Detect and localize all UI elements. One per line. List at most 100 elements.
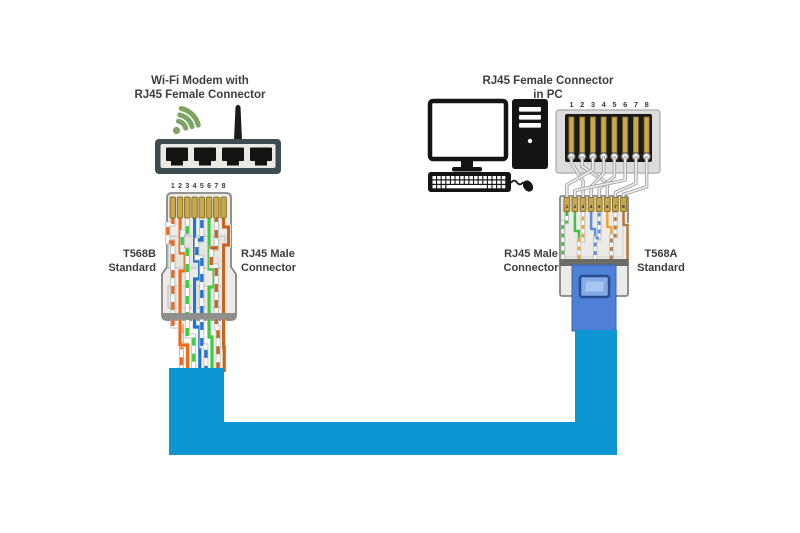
left-pin bbox=[220, 196, 227, 219]
key bbox=[483, 176, 487, 180]
key bbox=[487, 185, 492, 189]
right-connector-label-line2: Connector bbox=[504, 262, 560, 274]
modem-port bbox=[222, 147, 244, 161]
key bbox=[501, 180, 506, 184]
left-pin-number: 5 bbox=[200, 183, 204, 190]
left-pin bbox=[176, 196, 184, 219]
right-pin bbox=[571, 197, 579, 212]
female-pin bbox=[568, 116, 575, 153]
right-pin bbox=[587, 197, 595, 212]
key bbox=[446, 176, 450, 180]
female-pin-number: 4 bbox=[602, 100, 607, 109]
key bbox=[464, 180, 469, 184]
left-standard-label-line1: T568B bbox=[123, 248, 156, 260]
left-pin-number: 2 bbox=[178, 183, 182, 190]
key bbox=[437, 180, 441, 184]
wire-left-4 bbox=[192, 216, 202, 372]
female-pin-number: 8 bbox=[645, 100, 649, 109]
key bbox=[497, 176, 501, 180]
modem-port bbox=[250, 147, 272, 161]
right-gold-pins bbox=[563, 197, 627, 212]
key bbox=[478, 180, 483, 184]
left-pin-number: 7 bbox=[214, 183, 218, 190]
boot-window-inner bbox=[585, 281, 604, 292]
modem-port-tab bbox=[227, 160, 239, 166]
left-connector-label-line1: RJ45 Male bbox=[241, 248, 295, 260]
right-pin-number: 7 bbox=[614, 204, 617, 210]
right-connector-label-line1: RJ45 Male bbox=[504, 248, 558, 260]
crossover-gray-wires bbox=[565, 156, 649, 200]
key bbox=[432, 185, 436, 189]
key bbox=[441, 185, 446, 189]
left-pin-number: 3 bbox=[185, 183, 189, 190]
right-standard-label-line2: Standard bbox=[637, 262, 685, 274]
key bbox=[446, 180, 450, 184]
modem-ports bbox=[166, 147, 272, 166]
wire-left-3 bbox=[180, 216, 196, 372]
modem-port-tab bbox=[255, 160, 267, 166]
left-pin-number: 1 bbox=[171, 183, 175, 190]
wifi-signal-icon bbox=[172, 106, 201, 135]
female-pin-number: 7 bbox=[634, 100, 638, 109]
female-connector-cavity bbox=[565, 114, 652, 162]
left-pin-number: 4 bbox=[193, 183, 197, 190]
spacebar-key bbox=[446, 185, 487, 189]
modem-port-tab bbox=[171, 160, 183, 166]
pc-title-line1: RJ45 Female Connector bbox=[482, 75, 614, 87]
ethernet-cable bbox=[169, 330, 617, 455]
keyboard-keys bbox=[432, 176, 506, 189]
mouse-icon bbox=[510, 179, 534, 192]
key bbox=[437, 176, 441, 180]
modem-title-line2: RJ45 Female Connector bbox=[134, 89, 266, 101]
key bbox=[497, 185, 501, 189]
antenna-icon bbox=[234, 104, 242, 140]
key bbox=[460, 176, 464, 180]
female-pin bbox=[633, 116, 639, 153]
gray-wire bbox=[581, 157, 609, 199]
right-pin-number: 8 bbox=[622, 204, 625, 210]
key bbox=[437, 185, 441, 189]
left-pin bbox=[184, 196, 191, 219]
wire-left-2 bbox=[178, 216, 190, 372]
key bbox=[450, 176, 455, 180]
gray-wire bbox=[622, 157, 648, 199]
left-connector-label-line2: Connector bbox=[241, 262, 297, 274]
pc-group: RJ45 Female Connector in PC bbox=[427, 75, 614, 192]
wire-left-7 bbox=[209, 216, 220, 372]
t568b-wires bbox=[165, 216, 231, 372]
key bbox=[497, 180, 501, 184]
key bbox=[478, 176, 483, 180]
right-pin-number: 3 bbox=[582, 204, 585, 210]
key bbox=[483, 180, 487, 184]
right-pin bbox=[563, 197, 571, 212]
pc-tower-icon bbox=[512, 99, 548, 169]
key bbox=[432, 176, 436, 180]
key bbox=[469, 180, 473, 184]
wifi-modem-group: Wi-Fi Modem with RJ45 Female Connector bbox=[134, 75, 281, 174]
left-connector-bottom-band bbox=[162, 313, 236, 320]
female-pin-number: 5 bbox=[612, 100, 616, 109]
gray-wire bbox=[565, 157, 594, 199]
key bbox=[455, 176, 460, 180]
key bbox=[450, 180, 455, 184]
wire-right-1 bbox=[561, 212, 569, 260]
female-pin-number: 6 bbox=[623, 100, 627, 109]
right-pin bbox=[603, 197, 611, 212]
wire-left-6 bbox=[207, 216, 216, 372]
right-pin bbox=[595, 197, 603, 212]
monitor-icon bbox=[427, 98, 509, 172]
left-pin bbox=[191, 196, 198, 219]
key bbox=[455, 180, 460, 184]
key bbox=[501, 185, 506, 189]
right-pin-number: 1 bbox=[565, 204, 568, 210]
modem-port bbox=[166, 147, 188, 161]
pc-title-line2: in PC bbox=[533, 89, 562, 101]
left-pin bbox=[213, 196, 220, 219]
key bbox=[441, 180, 446, 184]
female-gold-pins bbox=[568, 116, 650, 153]
gray-wire bbox=[590, 157, 605, 199]
